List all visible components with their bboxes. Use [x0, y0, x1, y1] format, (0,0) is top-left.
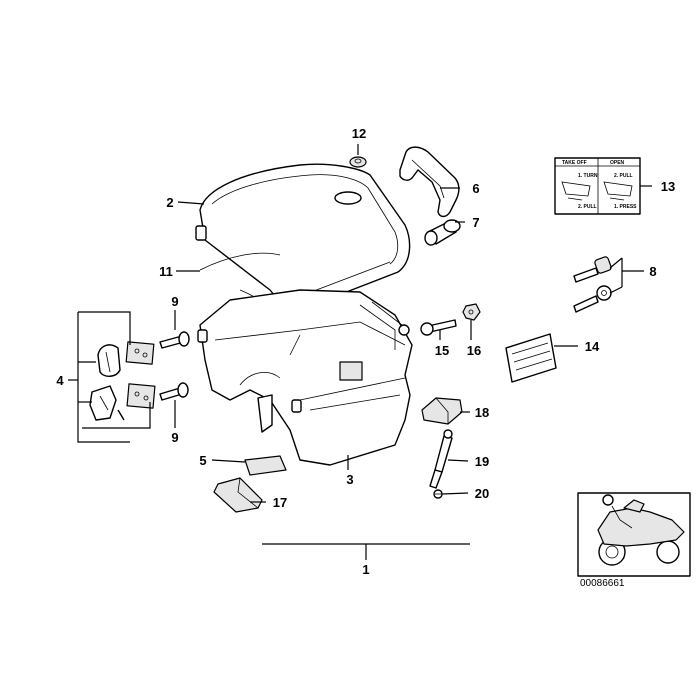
- reference-number: 00086661: [580, 578, 625, 589]
- callout-2: 2: [166, 195, 173, 210]
- callout-8: 8: [649, 264, 656, 279]
- callout-9-upper: 9: [171, 294, 178, 309]
- callout-5: 5: [199, 453, 206, 468]
- lock-cylinder: [424, 219, 461, 246]
- case-body: [197, 289, 413, 466]
- gas-strut: [429, 429, 453, 489]
- top-case-lid: [195, 163, 411, 310]
- callout-12: 12: [352, 126, 366, 141]
- keys: [573, 256, 612, 313]
- screw-9-upper: [159, 331, 190, 349]
- motorcycle-thumbnail: [577, 492, 691, 577]
- reflector-plate: [505, 333, 557, 383]
- nut-16: [462, 303, 481, 321]
- callout-4: 4: [56, 373, 64, 388]
- label-head-left: TAKE OFF: [562, 160, 587, 166]
- callout-9-lower: 9: [171, 430, 178, 445]
- callouts: 12 2 6 7 13 11 8 9 15 16 14 4 18 9 5 19 …: [56, 126, 675, 577]
- label-step-press: 1. PRESS: [614, 204, 637, 210]
- callout-3: 3: [346, 472, 353, 487]
- screw-9-lower: [159, 382, 189, 401]
- screw-20: [433, 489, 443, 499]
- callout-17: 17: [273, 495, 287, 510]
- label-step-pull-right: 2. PULL: [614, 173, 633, 179]
- callout-13: 13: [661, 179, 675, 194]
- callout-18: 18: [475, 405, 489, 420]
- label-step-turn: 1. TURN: [578, 173, 598, 179]
- callout-11: 11: [159, 264, 173, 279]
- label-head-right: OPEN: [610, 160, 625, 166]
- instruction-label: TAKE OFF OPEN 1. TURN 2. PULL 2. PULL 1.…: [554, 157, 641, 215]
- callout-20: 20: [475, 486, 489, 501]
- callout-19: 19: [475, 454, 489, 469]
- handle: [399, 146, 460, 218]
- callout-6: 6: [472, 181, 479, 196]
- callout-7: 7: [472, 215, 479, 230]
- pad-5: [244, 455, 287, 476]
- label-step-pull-left: 2. PULL: [578, 204, 597, 210]
- leader-lines: [68, 144, 652, 560]
- rubber-wedge: [421, 397, 463, 425]
- nut-12: [349, 156, 367, 168]
- bracket-17: [213, 477, 263, 513]
- callout-16: 16: [467, 343, 481, 358]
- callout-15: 15: [435, 343, 449, 358]
- bolt-15: [420, 319, 457, 336]
- callout-1: 1: [362, 562, 369, 577]
- hinge-set: [89, 341, 156, 421]
- callout-14: 14: [585, 339, 600, 354]
